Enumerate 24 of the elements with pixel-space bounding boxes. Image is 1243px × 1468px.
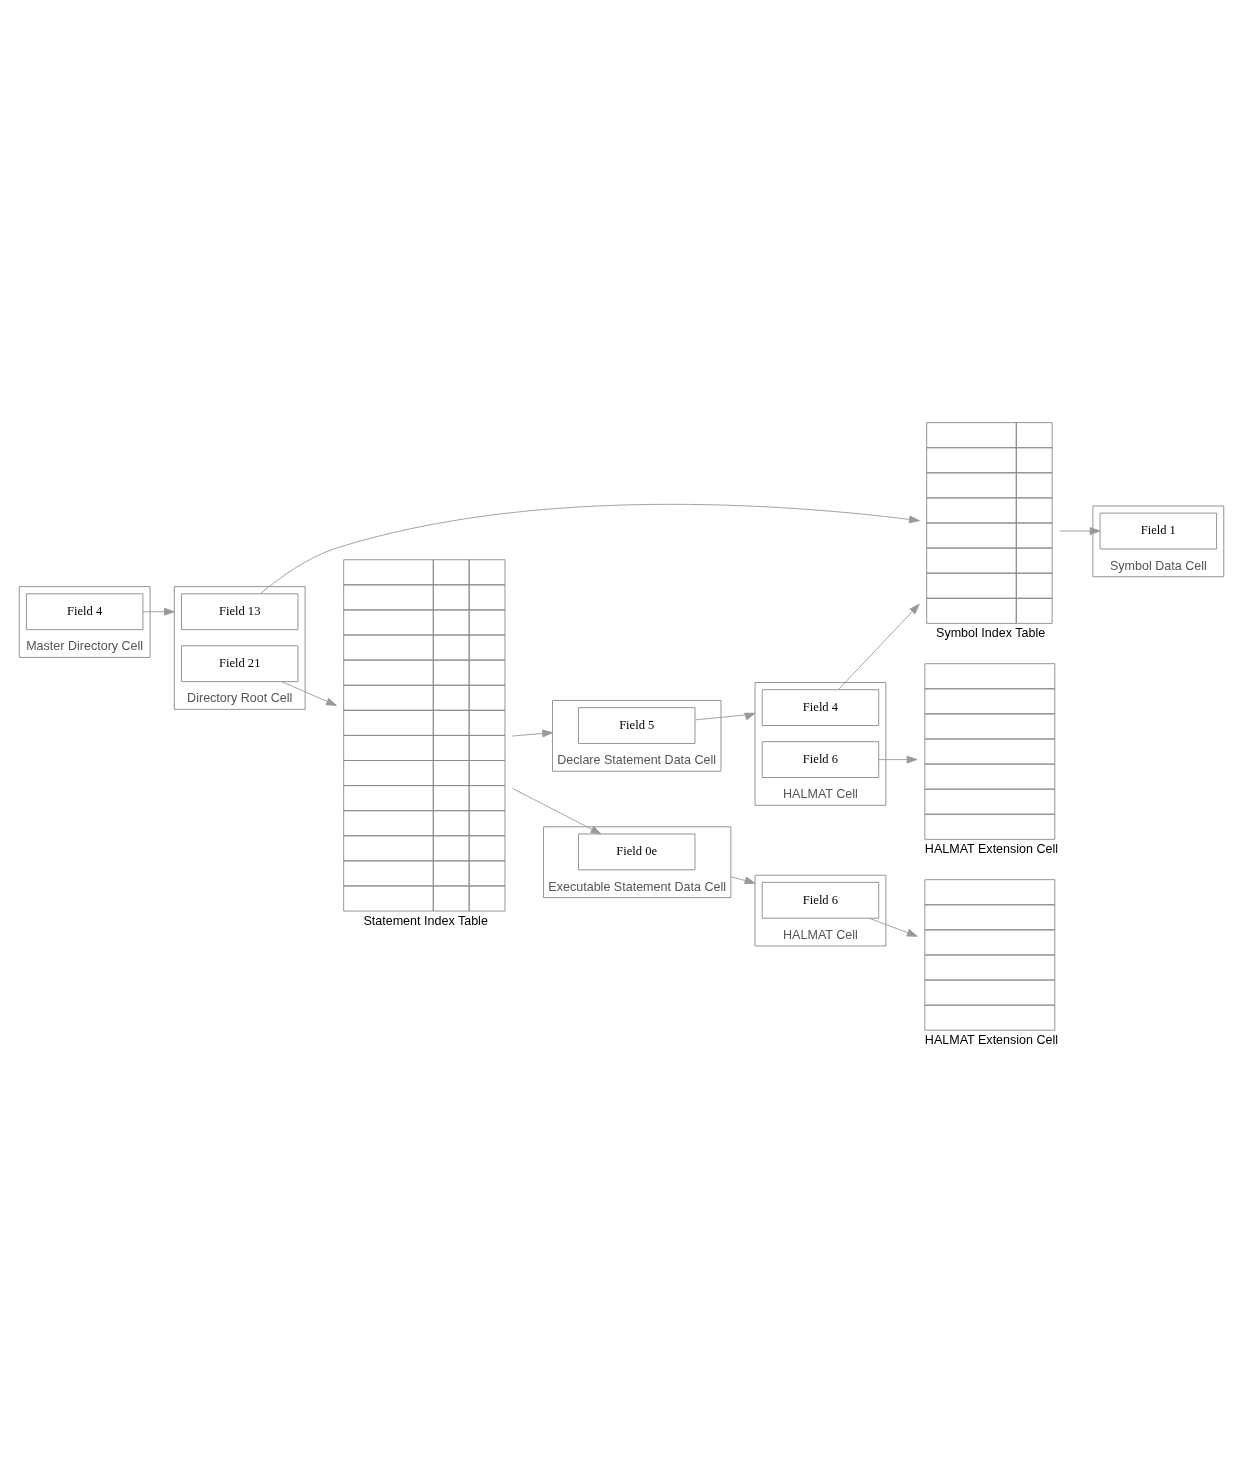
arrow — [260, 503, 920, 594]
arrow — [142, 607, 175, 616]
node-box: Field 4 — [761, 688, 880, 726]
arrow — [878, 755, 918, 763]
node-label: Statement Index Table — [363, 913, 488, 928]
arrow — [511, 729, 553, 737]
arrow — [838, 603, 920, 690]
node-box: Field 0e — [578, 833, 696, 870]
node-box: Field 6 — [761, 881, 880, 919]
arrow — [511, 787, 602, 834]
node-box: Field 13 — [181, 592, 299, 630]
node-label: HALMAT Extension Cell — [924, 1032, 1059, 1047]
arrow — [730, 875, 756, 884]
node-box: Field 6 — [761, 740, 880, 778]
arrow — [1059, 526, 1101, 535]
node-box: Field 4 — [25, 592, 144, 630]
node-label: Symbol Index Table — [936, 625, 1046, 640]
arrow — [281, 680, 337, 706]
node-box: Field 21 — [181, 644, 299, 682]
arrow — [868, 917, 918, 937]
node-label: HALMAT Extension Cell — [924, 841, 1059, 856]
node-box: Field 5 — [578, 706, 696, 744]
node-box: Field 1 — [1099, 512, 1218, 549]
arrow — [694, 712, 756, 720]
